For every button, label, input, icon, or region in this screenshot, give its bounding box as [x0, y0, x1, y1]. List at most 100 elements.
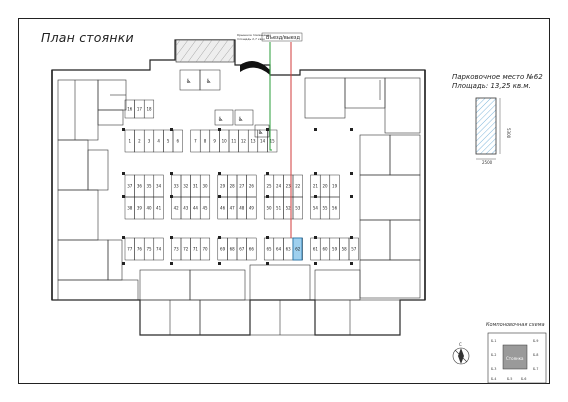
parking-spot-number: 53	[295, 206, 301, 211]
parking-spot-number: 10	[222, 139, 228, 144]
parking-spot-number: 65	[266, 247, 272, 252]
parking-spot-number: 44	[193, 206, 199, 211]
column	[266, 262, 269, 265]
parking-spot-number: 7	[194, 139, 197, 144]
parking-spot-number: 77	[127, 247, 133, 252]
svg-text:С: С	[459, 342, 462, 347]
parking-spot-number: 8	[204, 139, 207, 144]
parking-spot[interactable]	[143, 99, 155, 119]
parking-spot[interactable]	[153, 196, 164, 220]
parking-spot-number: 63	[286, 247, 292, 252]
column	[218, 236, 221, 239]
parking-spot[interactable]	[153, 237, 164, 261]
column	[350, 195, 353, 198]
highlighted-spot-62[interactable]	[292, 237, 303, 261]
highlighted-spot-number: 62	[295, 247, 301, 252]
parking-spot[interactable]	[348, 237, 359, 261]
komp-block: Б-4	[491, 377, 496, 381]
parking-spot-number: 47	[230, 206, 236, 211]
column	[170, 172, 173, 175]
parking-spot-number: 42	[174, 206, 180, 211]
parking-spot-number: 39	[137, 206, 143, 211]
column	[350, 262, 353, 265]
column	[314, 236, 317, 239]
komp-center-label: Стоянка	[506, 356, 524, 361]
entrance-sign	[261, 32, 303, 42]
parking-spot-number: 74	[156, 247, 162, 252]
parking-spot-number: 16	[127, 107, 133, 112]
accessible-spots	[179, 69, 270, 138]
entrance-note: Крышное помещение	[237, 33, 271, 37]
parking-spot[interactable]	[199, 196, 211, 220]
page-title: План стоянки	[41, 30, 134, 45]
parking-spot-number: 71	[193, 247, 199, 252]
parking-spot[interactable]	[246, 196, 257, 220]
parking-spot-number: 48	[239, 206, 245, 211]
parking-spot-number: 17	[137, 107, 143, 112]
parking-spot-number: 72	[183, 247, 189, 252]
column	[218, 172, 221, 175]
column	[314, 128, 317, 131]
column	[122, 195, 125, 198]
parking-spot-number: 22	[295, 184, 301, 189]
parking-spot-number: 4	[157, 139, 160, 144]
parking-spot-number: 1	[129, 139, 132, 144]
parking-spot-number: 70	[202, 247, 208, 252]
parking-spot-number: 25	[266, 184, 272, 189]
parking-spot-number: 40	[146, 206, 152, 211]
parking-spot-number: 35	[146, 184, 152, 189]
parking-spot[interactable]	[292, 196, 303, 220]
parking-spot[interactable]	[329, 196, 340, 220]
parking-spot-number: 28	[230, 184, 236, 189]
parking-spot[interactable]	[172, 129, 183, 153]
parking-spot-number: 64	[276, 247, 282, 252]
column	[170, 236, 173, 239]
parking-spot[interactable]	[199, 237, 211, 261]
parking-spot-number: 12	[241, 139, 247, 144]
komp-block: Б-8	[533, 353, 538, 357]
wheelchair-icon: ♿	[206, 78, 211, 85]
wheelchair-icon: ♿	[258, 129, 263, 136]
komp-block: Б-3	[491, 367, 496, 371]
entrance-note-2: площадь 2,7 кв.м	[237, 37, 265, 41]
bottom-rooms	[139, 264, 401, 336]
parking-spot-number: 61	[313, 247, 319, 252]
compass-icon: С	[452, 342, 470, 365]
parking-spot-number: 58	[342, 247, 348, 252]
komp-block: Б-9	[533, 339, 538, 343]
spot-rect	[475, 97, 497, 155]
parking-spot-number: 45	[202, 206, 208, 211]
drawing-sheet	[18, 18, 550, 384]
spot-area: Площадь: 13,25 кв.м.	[452, 82, 531, 90]
parking-spot-number: 56	[332, 206, 338, 211]
accessible-icons: ♿ ♿ ♿ ♿ ♿	[186, 78, 263, 136]
parking-spot-number: 2	[138, 139, 141, 144]
wheelchair-icon: ♿	[238, 116, 243, 123]
column	[266, 236, 269, 239]
komp-block: Б-5	[507, 377, 512, 381]
parking-spot-number: 18	[146, 107, 152, 112]
parking-spot-number: 73	[174, 247, 180, 252]
parking-spot-number: 30	[202, 184, 208, 189]
parking-spot-number: 69	[220, 247, 226, 252]
column	[266, 128, 269, 131]
column	[350, 128, 353, 131]
parking-spot[interactable]	[267, 129, 278, 153]
spot-info: Парковочное место №62 Площадь: 13,25 кв.…	[452, 73, 543, 91]
parking-spot-number: 31	[193, 184, 199, 189]
parking-spot-number: 41	[156, 206, 162, 211]
parking-spot-number: 14	[260, 139, 266, 144]
column	[218, 262, 221, 265]
parking-spot-number: 75	[146, 247, 152, 252]
spot-dim-width: 2500	[482, 160, 493, 165]
column	[314, 262, 317, 265]
wheelchair-icon: ♿	[186, 78, 191, 85]
parking-spot-number: 13	[250, 139, 256, 144]
komp-title: Компоновочная схема	[486, 322, 545, 328]
parking-spot-number: 26	[249, 184, 255, 189]
parking-spot-number: 46	[220, 206, 226, 211]
parking-spot[interactable]	[246, 237, 257, 261]
parking-spot-number: 5	[167, 139, 170, 144]
ramp-area	[175, 39, 235, 63]
